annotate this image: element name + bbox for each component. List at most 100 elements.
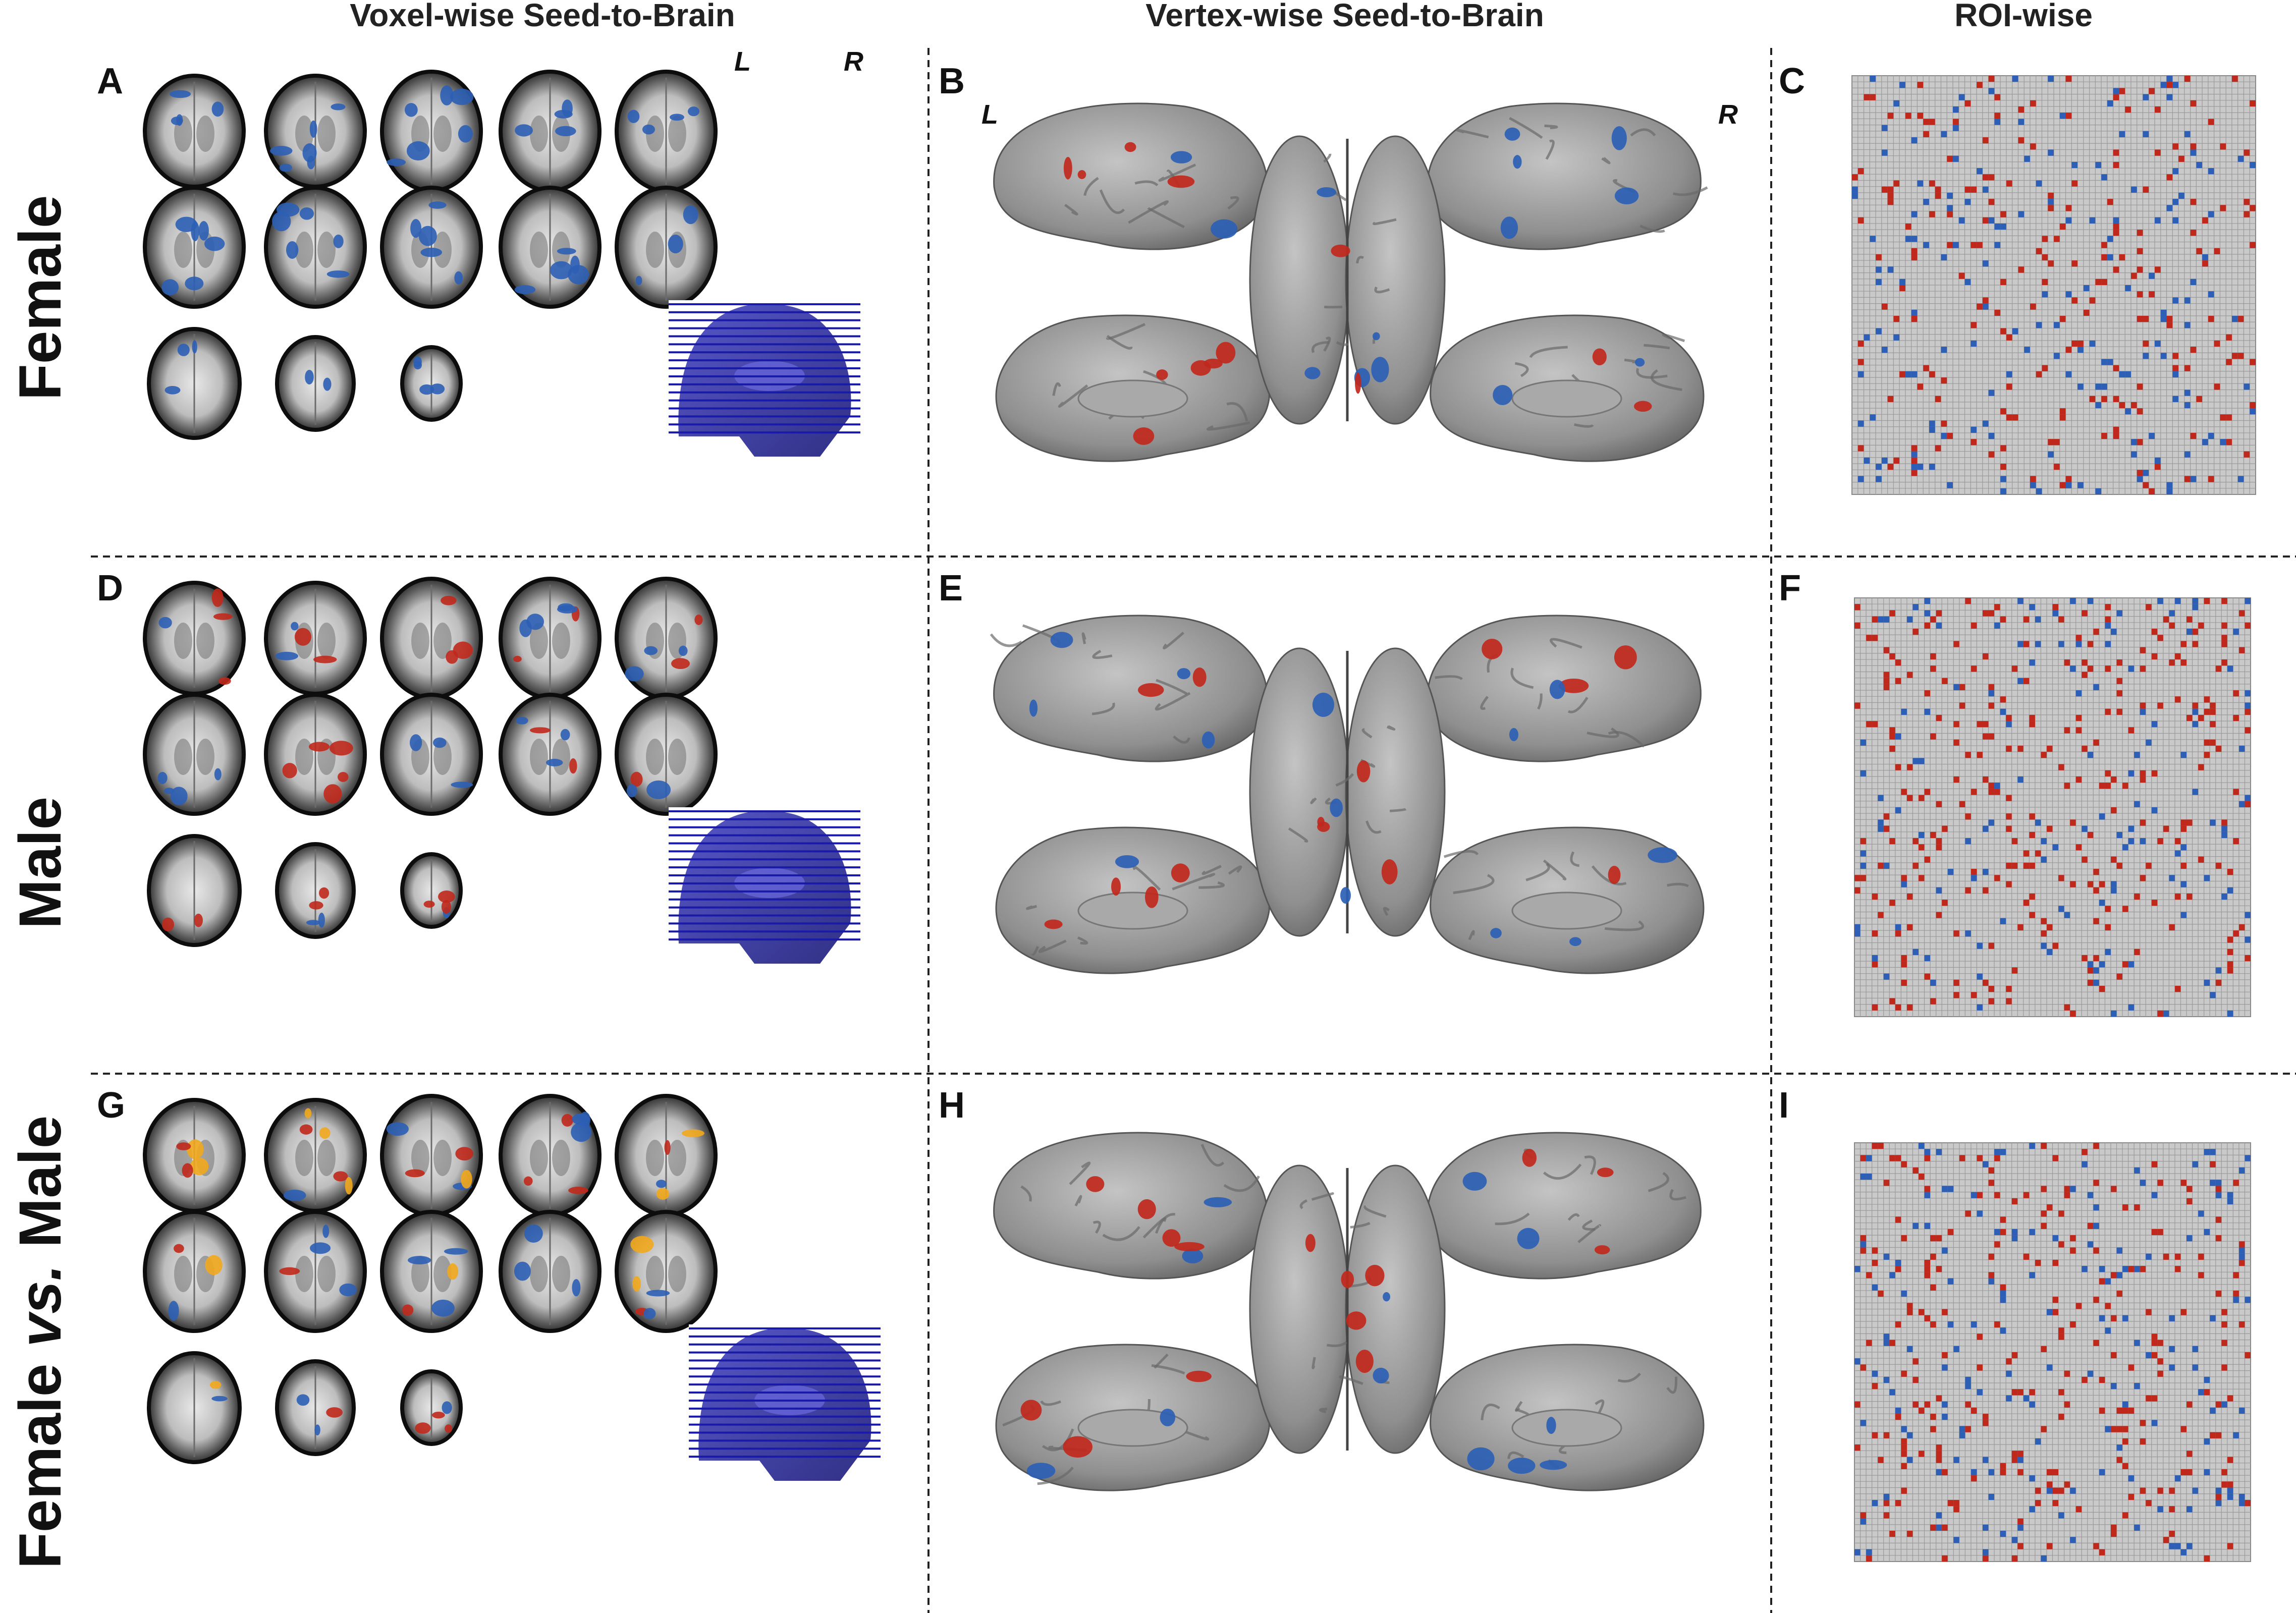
matrix-cell	[2196, 248, 2203, 254]
matrix-cell	[2151, 1340, 2158, 1346]
matrix-cell	[2190, 199, 2197, 205]
matrix-cell	[1958, 94, 1965, 100]
matrix-cell	[2166, 482, 2173, 488]
matrix-cell	[2151, 1161, 2158, 1167]
matrix-cell	[1994, 1229, 2000, 1236]
matrix-cell	[2012, 328, 2018, 335]
lateral-surface	[1427, 1132, 1702, 1280]
matrix-cell	[1936, 610, 1942, 617]
activation-blob	[445, 1424, 453, 1433]
matrix-cell	[1924, 1186, 1931, 1192]
matrix-cell	[2151, 721, 2158, 728]
matrix-cell	[2054, 236, 2060, 242]
matrix-cell	[2140, 1438, 2146, 1445]
matrix-cell	[1964, 199, 1971, 205]
matrix-cell	[2122, 1512, 2128, 1519]
matrix-cell	[2122, 1463, 2128, 1469]
matrix-cell	[2214, 383, 2220, 390]
matrix-cell	[1883, 1333, 1890, 1340]
activation-blob	[270, 146, 293, 156]
matrix-cell	[1929, 426, 1935, 433]
matrix-cell	[2029, 1272, 2035, 1278]
matrix-cell	[1872, 1499, 1878, 1507]
activation-blob	[299, 1124, 313, 1135]
matrix-cell	[1942, 825, 1948, 832]
matrix-cell	[2128, 825, 2135, 832]
matrix-cell	[2155, 340, 2161, 347]
matrix-cell	[2071, 260, 2078, 267]
activation-blob	[626, 784, 637, 798]
matrix-cell	[2227, 1493, 2233, 1500]
matrix-cell	[2208, 432, 2214, 439]
matrix-cell	[2082, 1161, 2088, 1167]
activation-blob	[625, 666, 644, 682]
matrix-cell	[2070, 1487, 2076, 1494]
matrix-cell	[2245, 1499, 2251, 1507]
matrix-cell	[1852, 186, 1858, 193]
axial-slice	[615, 693, 718, 816]
matrix-cell	[2146, 1253, 2152, 1260]
matrix-cell	[2082, 1266, 2088, 1272]
matrix-cell	[1901, 979, 1907, 986]
matrix-cell	[2023, 1395, 2030, 1402]
matrix-cell	[2064, 1186, 2070, 1192]
lateral-surface	[1427, 102, 1708, 250]
matrix-cell	[2221, 1321, 2227, 1328]
matrix-cell	[2122, 1315, 2128, 1321]
axial-slice	[380, 70, 483, 193]
activation-blob	[415, 1422, 431, 1434]
matrix-cell	[1988, 942, 1995, 949]
matrix-cell	[1895, 1266, 1901, 1272]
activation-blob	[204, 236, 225, 251]
matrix-cell	[1924, 973, 1931, 980]
matrix-cell	[2029, 604, 2035, 610]
activation-blob	[678, 645, 688, 656]
matrix-cell	[2070, 1010, 2076, 1017]
matrix-cell	[1895, 733, 1901, 740]
matrix-cell	[1936, 838, 1942, 845]
matrix-cell	[2122, 961, 2128, 968]
matrix-cell	[1971, 426, 1977, 433]
matrix-cell	[2192, 1346, 2199, 1352]
matrix-cell	[2172, 143, 2179, 150]
matrix-cell	[2227, 1543, 2233, 1549]
matrix-cell	[2220, 414, 2226, 421]
activation-blob	[515, 124, 533, 137]
matrix-cell	[1971, 1469, 1977, 1476]
matrix-cell	[1923, 131, 1929, 138]
matrix-cell	[2078, 347, 2084, 353]
activation-blob	[1020, 1400, 1042, 1421]
matrix-cell	[2215, 1493, 2222, 1500]
activation-blob	[1373, 332, 1380, 341]
matrix-cell	[1959, 1155, 1965, 1161]
matrix-cell	[1857, 340, 1864, 347]
matrix-cell	[2048, 260, 2054, 267]
matrix-cell	[2011, 838, 2018, 845]
matrix-cell	[1977, 1004, 1983, 1011]
matrix-cell	[2163, 1253, 2169, 1260]
matrix-cell	[2122, 844, 2128, 851]
matrix-cell	[2052, 1469, 2059, 1476]
matrix-cell	[2000, 445, 2006, 452]
matrix-cell	[2105, 641, 2111, 647]
matrix-cell	[2140, 1487, 2146, 1494]
column-title-roi: ROI-wise	[1954, 0, 2093, 33]
matrix-cell	[1918, 1309, 1925, 1315]
matrix-cell	[1965, 1401, 1971, 1408]
matrix-cell	[2017, 641, 2024, 647]
matrix-cell	[2023, 641, 2030, 647]
activation-blob	[329, 741, 353, 756]
matrix-cell	[2192, 702, 2199, 709]
matrix-cell	[2075, 635, 2082, 641]
activation-blob	[1171, 863, 1190, 883]
matrix-cell	[2036, 180, 2042, 187]
activation-blob	[211, 588, 224, 607]
matrix-cell	[1912, 758, 1919, 764]
matrix-cell	[1912, 1358, 1919, 1365]
matrix-cell	[2046, 949, 2053, 955]
activation-blob	[656, 1180, 667, 1188]
matrix-cell	[2048, 439, 2054, 446]
activation-blob	[418, 226, 437, 246]
matrix-cell	[2137, 230, 2143, 236]
matrix-cell	[2186, 1469, 2193, 1476]
